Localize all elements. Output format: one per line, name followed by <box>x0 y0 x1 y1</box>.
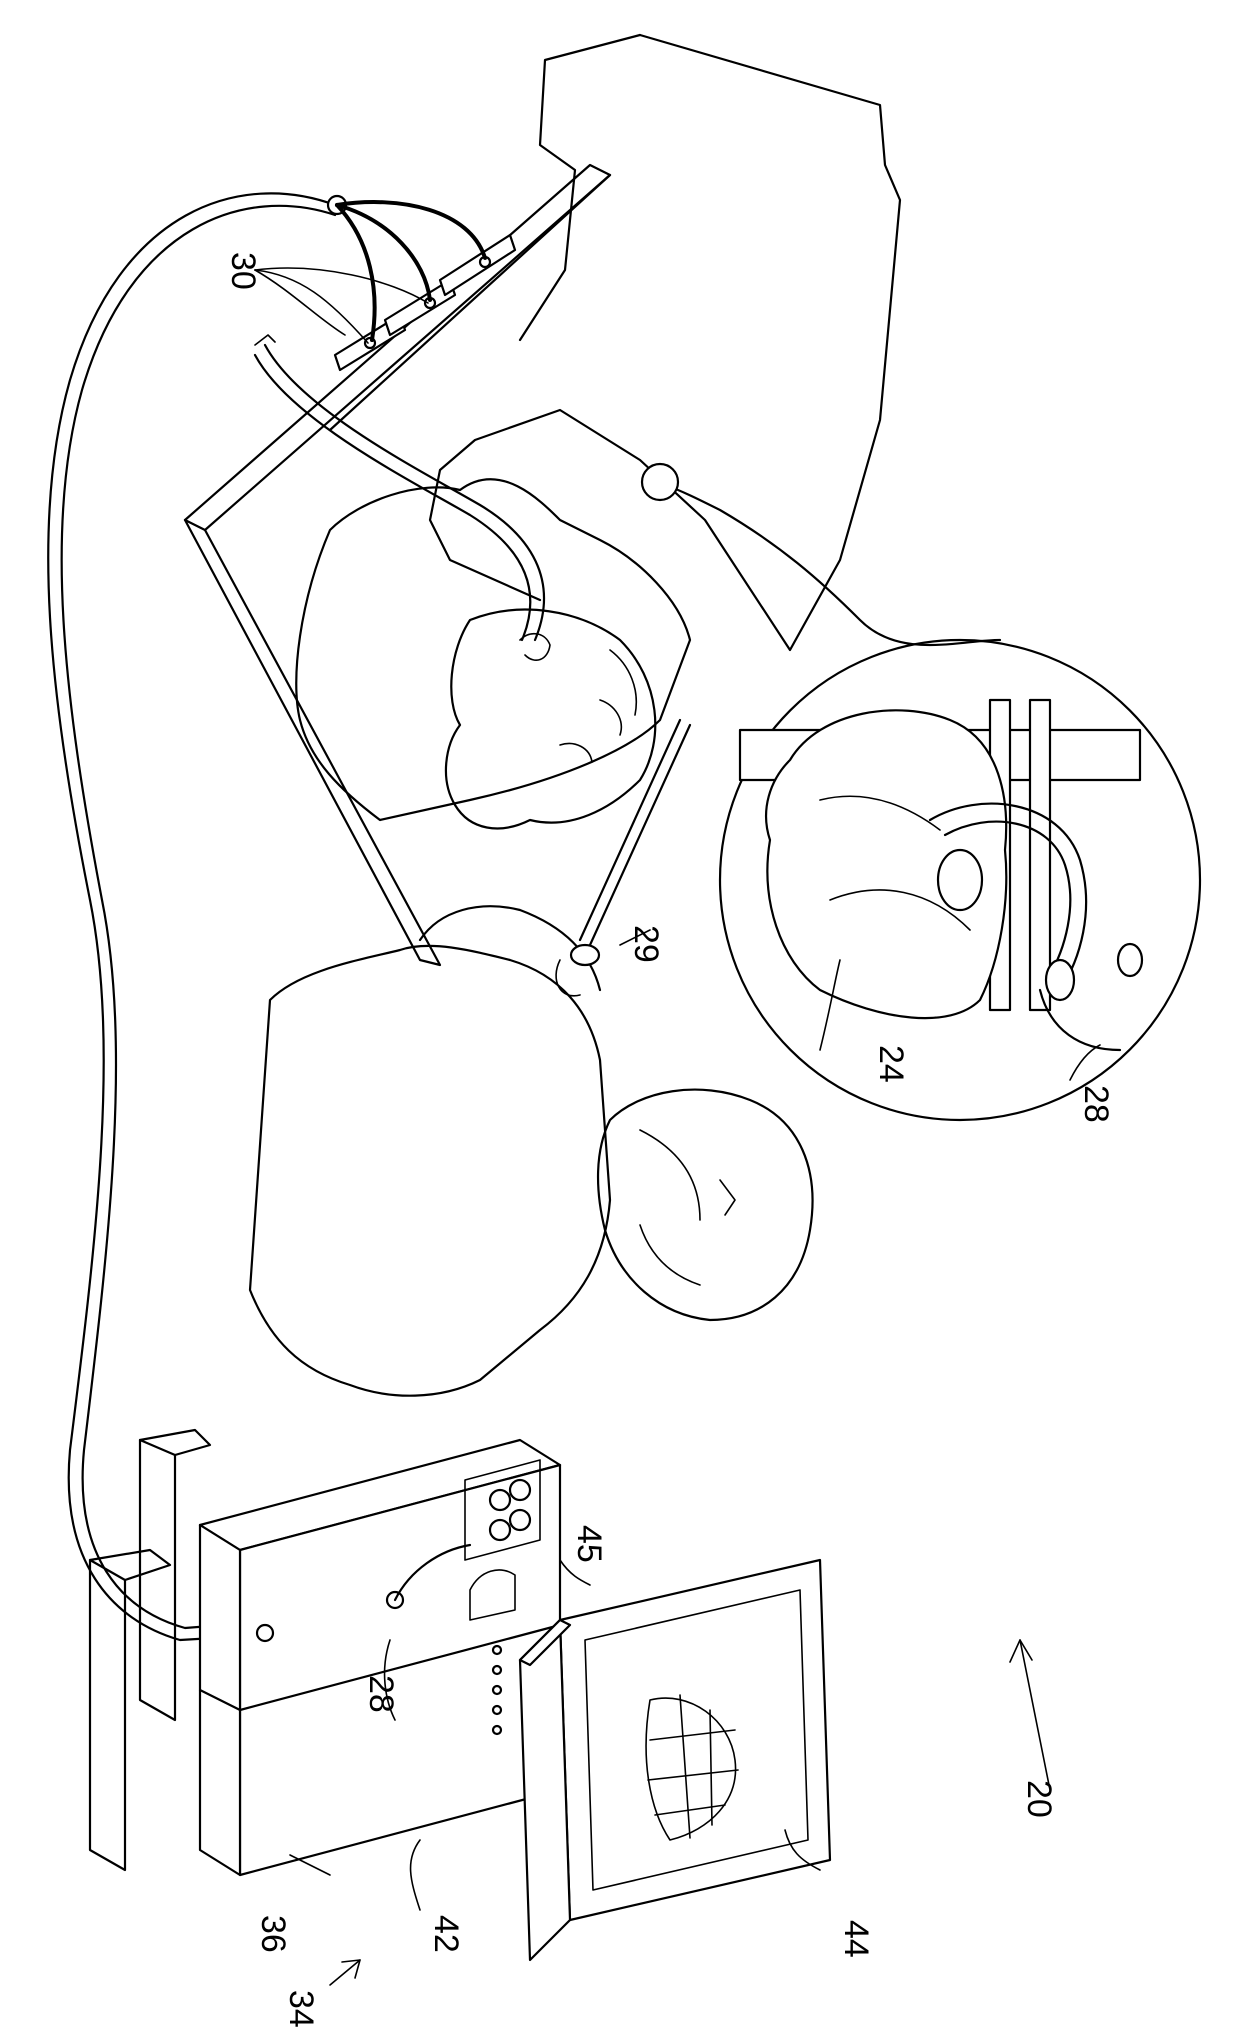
cable <box>48 193 346 1640</box>
label-42: 42 <box>427 1915 465 1953</box>
console <box>90 1430 560 1875</box>
heart-inset <box>642 464 1200 1120</box>
label-44: 44 <box>837 1920 875 1958</box>
drape-outline <box>430 35 900 650</box>
label-30: 30 <box>224 252 262 290</box>
label-24: 24 <box>872 1045 910 1083</box>
label-20: 20 <box>1020 1780 1058 1818</box>
operator <box>250 906 813 1395</box>
probe <box>556 720 690 996</box>
label-28-port: 28 <box>362 1675 400 1713</box>
tube <box>255 335 544 640</box>
label-36: 36 <box>254 1915 292 1953</box>
label-45: 45 <box>570 1525 608 1563</box>
label-28-catheter: 28 <box>1077 1085 1115 1123</box>
monitor <box>520 1560 830 1960</box>
label-34: 34 <box>282 1990 320 2028</box>
label-29: 29 <box>627 925 665 963</box>
